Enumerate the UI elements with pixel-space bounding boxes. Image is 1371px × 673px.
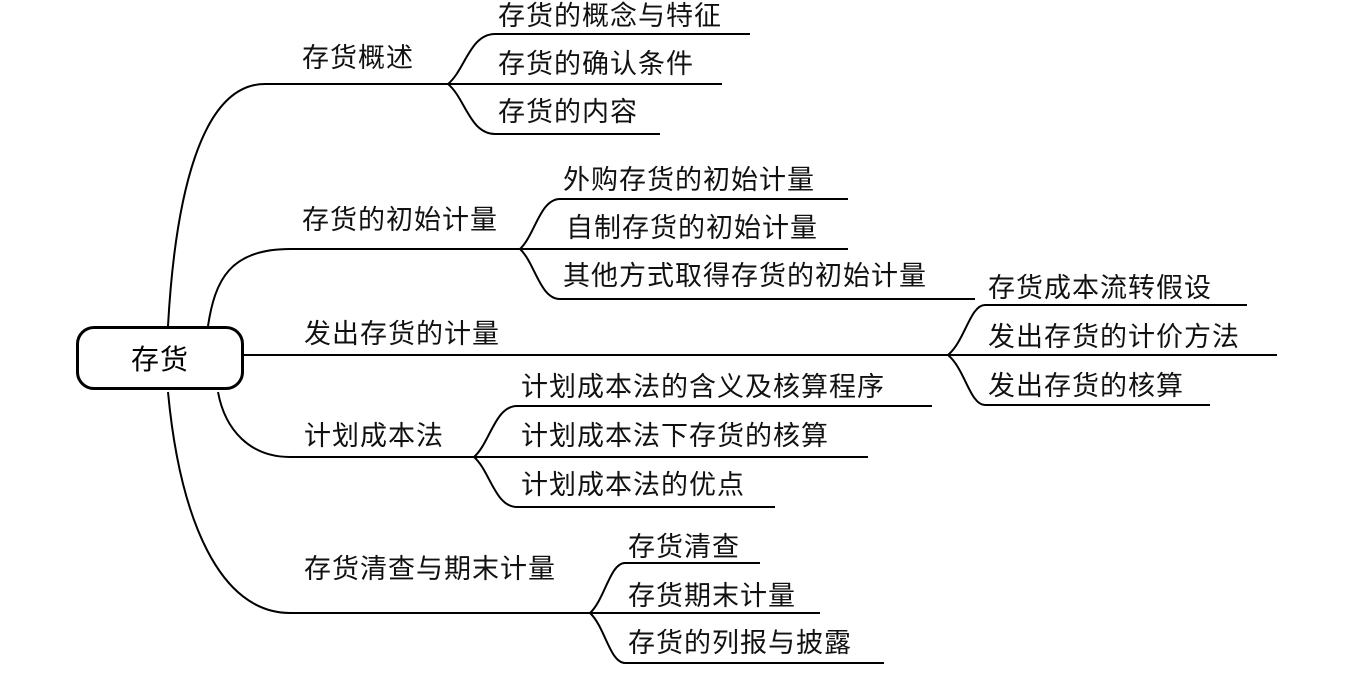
- leaf-self-made-initial[interactable]: 自制存货的初始计量: [566, 213, 818, 244]
- connector-planned-leaf0: [473, 405, 932, 458]
- connector-planned-leaf2: [473, 456, 775, 508]
- branch-label-initial-measurement[interactable]: 存货的初始计量: [302, 205, 498, 236]
- branch-label-overview[interactable]: 存货概述: [302, 43, 414, 74]
- connector-count-leaf2: [589, 612, 884, 664]
- root-label: 存货: [130, 343, 189, 376]
- leaf-period-end[interactable]: 存货期末计量: [628, 581, 796, 612]
- connector-initial-leaf2: [519, 248, 975, 300]
- leaf-planned-accounting[interactable]: 计划成本法下存货的核算: [521, 421, 829, 452]
- leaf-issue-accounting[interactable]: 发出存货的核算: [988, 371, 1184, 402]
- connector-overview-leaf2: [447, 83, 660, 135]
- leaf-purchased-initial[interactable]: 外购存货的初始计量: [563, 165, 815, 196]
- branch-label-count-and-period-end[interactable]: 存货清查与期末计量: [304, 554, 556, 585]
- leaf-planned-meaning[interactable]: 计划成本法的含义及核算程序: [521, 372, 885, 403]
- leaf-inventory-count[interactable]: 存货清查: [628, 532, 740, 563]
- leaf-contents[interactable]: 存货的内容: [498, 97, 638, 128]
- connector-root-overview: [167, 83, 448, 327]
- connector-initial-leaf0: [519, 198, 848, 250]
- connector-root-planned: [217, 391, 474, 458]
- leaf-concept-features[interactable]: 存货的概念与特征: [498, 1, 722, 32]
- connector-overview-leaf0: [447, 33, 750, 85]
- leaf-recognition-conditions[interactable]: 存货的确认条件: [498, 49, 694, 80]
- connector-root-count: [167, 391, 590, 614]
- branch-label-planned-cost[interactable]: 计划成本法: [304, 421, 444, 452]
- leaf-presentation-disclosure[interactable]: 存货的列报与披露: [628, 628, 852, 659]
- connector-issue-leaf2: [947, 354, 1210, 406]
- leaf-cost-flow-assumption[interactable]: 存货成本流转假设: [988, 273, 1212, 304]
- connector-count-leaf0: [589, 562, 760, 614]
- leaf-pricing-methods[interactable]: 发出存货的计价方法: [988, 322, 1240, 353]
- root-node[interactable]: 存货: [76, 326, 244, 390]
- leaf-other-initial[interactable]: 其他方式取得存货的初始计量: [563, 261, 927, 292]
- branch-label-issue-measurement[interactable]: 发出存货的计量: [304, 319, 500, 350]
- connector-issue-leaf0: [947, 304, 1247, 356]
- connector-root-initial: [207, 248, 520, 327]
- leaf-planned-advantages[interactable]: 计划成本法的优点: [521, 470, 745, 501]
